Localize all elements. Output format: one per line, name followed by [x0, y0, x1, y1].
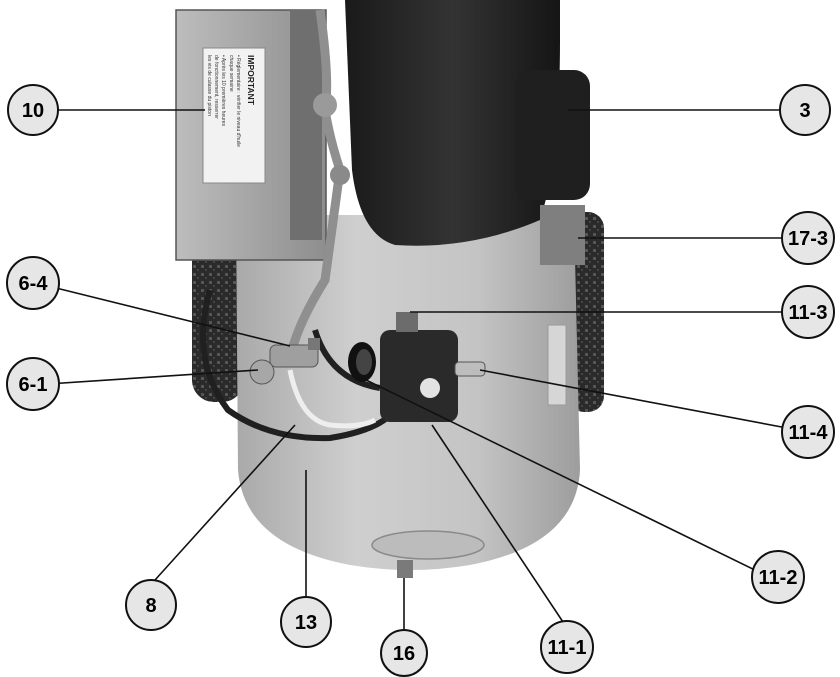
- callout-label: 6-1: [19, 374, 48, 396]
- callout-label: 3: [799, 100, 810, 122]
- leader-line: [47, 285, 291, 347]
- leader-line: [47, 369, 259, 385]
- callout-label: 16: [393, 643, 415, 665]
- decal-line: chaque semaine: [228, 55, 234, 92]
- callout-bubble: [6, 357, 60, 411]
- pressure-gauge: [348, 342, 376, 382]
- pump-cover: [175, 9, 327, 261]
- drain-valve: [397, 560, 413, 578]
- callout-11-1: 11-1: [540, 620, 594, 674]
- callout-bubble: [280, 596, 332, 648]
- callout-8: 8: [125, 579, 177, 631]
- decal-heading: IMPORTANT: [246, 55, 256, 106]
- callout-11-2: 11-2: [751, 550, 805, 604]
- callout-bubble: [779, 84, 831, 136]
- callout-bubble: [781, 285, 835, 339]
- callout-6-4: 6-4: [6, 256, 60, 310]
- leader-lines: [47, 109, 788, 630]
- callout-bubble: [540, 620, 594, 674]
- callout-label: 11-2: [759, 567, 798, 589]
- callout-13: 13: [280, 596, 332, 648]
- callout-label: 17-3: [788, 228, 828, 250]
- decal-line: • Réglementaire : vérifier le niveau d'h…: [235, 55, 241, 147]
- unloader-tube: [287, 369, 377, 429]
- leader-line: [431, 424, 566, 626]
- callout-11-3: 11-3: [781, 285, 835, 339]
- quick-coupler: [454, 361, 486, 377]
- callout-label: 8: [145, 595, 156, 617]
- callout-3: 3: [779, 84, 831, 136]
- callout-16: 16: [380, 629, 428, 677]
- callout-bubble: [7, 84, 59, 136]
- callout-label: 11-3: [789, 302, 828, 324]
- leader-line: [479, 369, 788, 429]
- motor-shroud: [345, 0, 590, 265]
- callout-10: 10: [7, 84, 59, 136]
- callout-bubble: [380, 629, 428, 677]
- callout-bubble: [781, 211, 835, 265]
- leader-line: [361, 377, 766, 576]
- callout-label: 6-4: [19, 273, 49, 295]
- callout-label: 13: [295, 612, 317, 634]
- callout-bubble: [781, 405, 835, 459]
- callout-bubble: [751, 550, 805, 604]
- check-valve: [269, 338, 320, 368]
- callout-label: 10: [22, 100, 44, 122]
- callout-17-3: 17-3: [781, 211, 835, 265]
- leader-line: [154, 424, 296, 581]
- safety-valve: [249, 359, 275, 385]
- callout-bubble: [125, 579, 177, 631]
- callout-label: 11-4: [789, 422, 829, 444]
- callout-bubble: [6, 256, 60, 310]
- callout-6-1: 6-1: [6, 357, 60, 411]
- decal-line: de fonctionnement, resserrer: [213, 55, 219, 119]
- decal-line: • Après les 10 premières heures: [220, 55, 226, 126]
- callout-11-4: 11-4: [781, 405, 835, 459]
- pressure-switch: [380, 312, 458, 422]
- braided-discharge-tube: [287, 9, 350, 352]
- warning-decal: IMPORTANT • Réglementaire : vérifier le …: [206, 55, 256, 147]
- callout-label: 11-1: [548, 637, 587, 659]
- decal-line: les vis de culasse du piston: [206, 55, 212, 116]
